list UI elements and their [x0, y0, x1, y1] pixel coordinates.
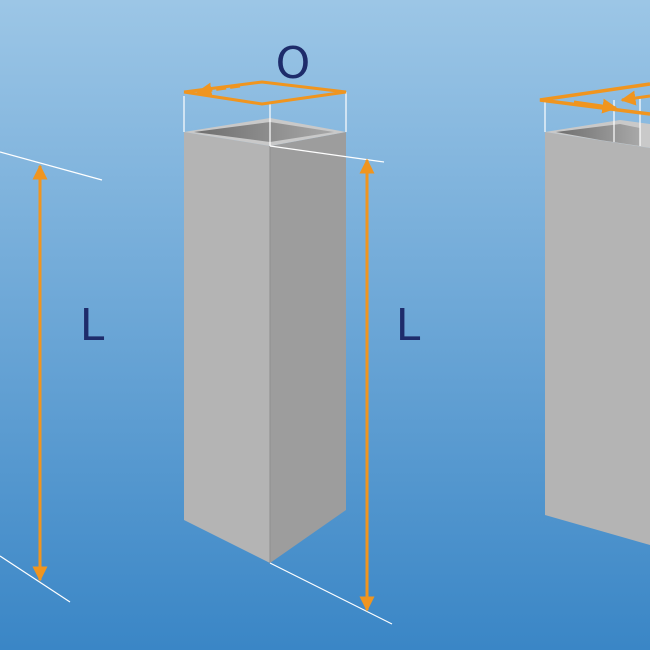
- left-length-dimension: L: [0, 151, 105, 603]
- column-hollow-opening: [556, 124, 640, 146]
- perimeter-arrow-right: [620, 90, 650, 106]
- column-front-face: [545, 132, 650, 545]
- extension-line-bottom: [269, 562, 393, 625]
- column-side-face: [270, 132, 346, 563]
- perimeter-arrow: [196, 82, 241, 98]
- right-column: [539, 82, 650, 545]
- length-label-left: L: [80, 300, 105, 351]
- length-label-middle: L: [396, 300, 421, 351]
- middle-length-dimension: L: [269, 145, 421, 625]
- middle-column: [184, 118, 346, 563]
- column-front-face: [184, 132, 270, 563]
- perimeter-dimension: O: [183, 38, 347, 146]
- perimeter-arrow-right: [573, 98, 618, 114]
- extension-line-top: [0, 151, 103, 181]
- column-hollow-opening: [194, 122, 334, 142]
- perimeter-label: O: [276, 38, 311, 89]
